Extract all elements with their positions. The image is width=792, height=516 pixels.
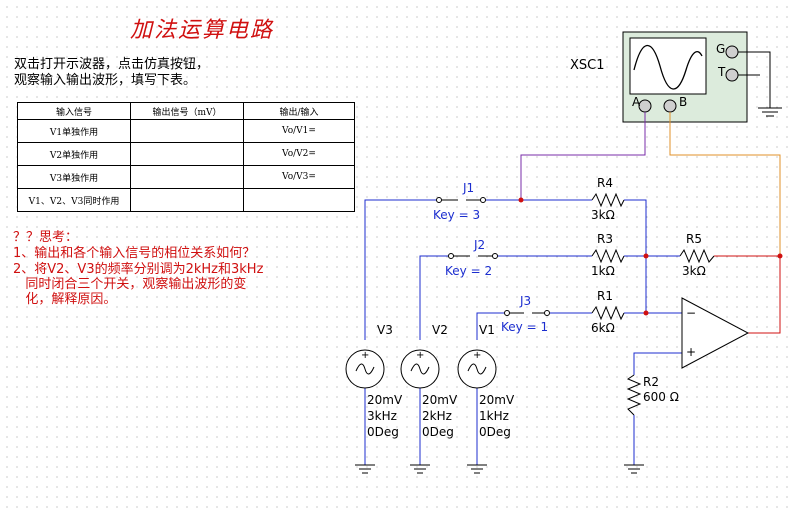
resistor-r4 bbox=[591, 192, 625, 208]
header-output: 输出信号（mV） bbox=[130, 102, 244, 120]
switch-j1[interactable] bbox=[436, 197, 486, 203]
resistor-r1 bbox=[591, 305, 625, 321]
question-heading: ？？思考： bbox=[13, 230, 79, 245]
resistor-r3-name: R3 bbox=[597, 232, 613, 246]
scope-pin-g bbox=[725, 45, 739, 59]
switch-j1-key: Key = 3 bbox=[433, 208, 481, 222]
scope-label: XSC1 bbox=[570, 58, 605, 73]
sources bbox=[345, 349, 497, 389]
opamp-inverting-label: − bbox=[686, 306, 697, 320]
scope-pin-b-label: B bbox=[679, 95, 688, 109]
source-v1-name: V1 bbox=[479, 323, 495, 337]
resistor-r2-value: 600 Ω bbox=[643, 390, 679, 404]
resistor-r1-value: 6kΩ bbox=[591, 321, 615, 335]
page-title: 加法运算电路 bbox=[130, 18, 275, 43]
question-2-cont: 同时闭合三个开关，观察输出波形的变 bbox=[13, 277, 247, 292]
scope-waveform bbox=[633, 44, 703, 90]
switch-j2-label: J2 bbox=[474, 238, 486, 252]
switch-j2-key: Key = 2 bbox=[445, 264, 493, 278]
opamp-noninverting-label: + bbox=[686, 345, 697, 359]
source-v2-name: V2 bbox=[432, 323, 448, 337]
switch-j1-label: J1 bbox=[463, 181, 475, 195]
scope-pin-t bbox=[725, 68, 739, 82]
resistor-r2-name: R2 bbox=[643, 375, 659, 389]
resistor-r2 bbox=[626, 374, 642, 416]
switch-j3[interactable] bbox=[504, 310, 550, 316]
instruction-line-2: 观察输入输出波形，填写下表。 bbox=[14, 73, 197, 88]
output-cell[interactable] bbox=[130, 142, 244, 166]
circuit-wires bbox=[364, 199, 682, 465]
scope-pin-a bbox=[638, 99, 652, 113]
resistor-r5 bbox=[679, 248, 715, 264]
table-row: V1、V2、V3同时作用 bbox=[17, 188, 355, 212]
header-ratio: 输出/输入 bbox=[243, 102, 355, 120]
output-wire bbox=[714, 255, 781, 334]
source-v2-params: 20mV 2kHz 0Deg bbox=[422, 393, 458, 439]
resistor-r5-name: R5 bbox=[686, 232, 702, 246]
instruction-line-1: 双击打开示波器，点击仿真按钮， bbox=[14, 57, 210, 72]
probe-b-wire bbox=[669, 112, 781, 256]
output-cell[interactable] bbox=[130, 165, 244, 189]
op-amp bbox=[681, 297, 750, 369]
source-v3-name: V3 bbox=[377, 323, 393, 337]
source-v3-params: 20mV 3kHz 0Deg bbox=[367, 393, 403, 439]
resistor-r5-value: 3kΩ bbox=[682, 264, 706, 278]
question-1: 1、输出和各个输入信号的相位关系如何？ bbox=[13, 246, 256, 261]
svg-text:+: + bbox=[361, 350, 369, 361]
output-cell[interactable] bbox=[130, 119, 244, 143]
svg-text:+: + bbox=[416, 350, 424, 361]
source-v1-params: 20mV 1kHz 0Deg bbox=[479, 393, 515, 439]
junction-dots bbox=[518, 197, 783, 316]
switch-j2[interactable] bbox=[448, 253, 498, 259]
header-input: 输入信号 bbox=[17, 102, 131, 120]
scope-pin-b bbox=[663, 99, 677, 113]
probe-a-wire bbox=[520, 112, 646, 200]
grounds bbox=[355, 464, 644, 474]
scope-pin-g-label: G bbox=[716, 42, 726, 56]
question-2: 2、将V2、V3的频率分别调为2kHz和3kHz bbox=[13, 262, 264, 277]
resistor-r3-value: 1kΩ bbox=[591, 264, 615, 278]
resistor-r3 bbox=[591, 248, 625, 264]
switch-j3-key: Key = 1 bbox=[501, 320, 549, 334]
oscilloscope-xsc1[interactable] bbox=[622, 31, 748, 123]
scope-pin-t-label: T bbox=[718, 65, 726, 79]
resistor-r4-value: 3kΩ bbox=[591, 208, 615, 222]
output-cell[interactable] bbox=[130, 188, 244, 212]
svg-text:+: + bbox=[473, 350, 481, 361]
resistor-r1-name: R1 bbox=[597, 289, 613, 303]
scope-pin-a-label: A bbox=[632, 95, 641, 109]
question-2-cont2: 化，解释原因。 bbox=[13, 292, 117, 307]
resistor-r4-name: R4 bbox=[597, 176, 613, 190]
switch-j3-label: J3 bbox=[520, 294, 532, 308]
scope-ground-wire bbox=[738, 51, 782, 117]
